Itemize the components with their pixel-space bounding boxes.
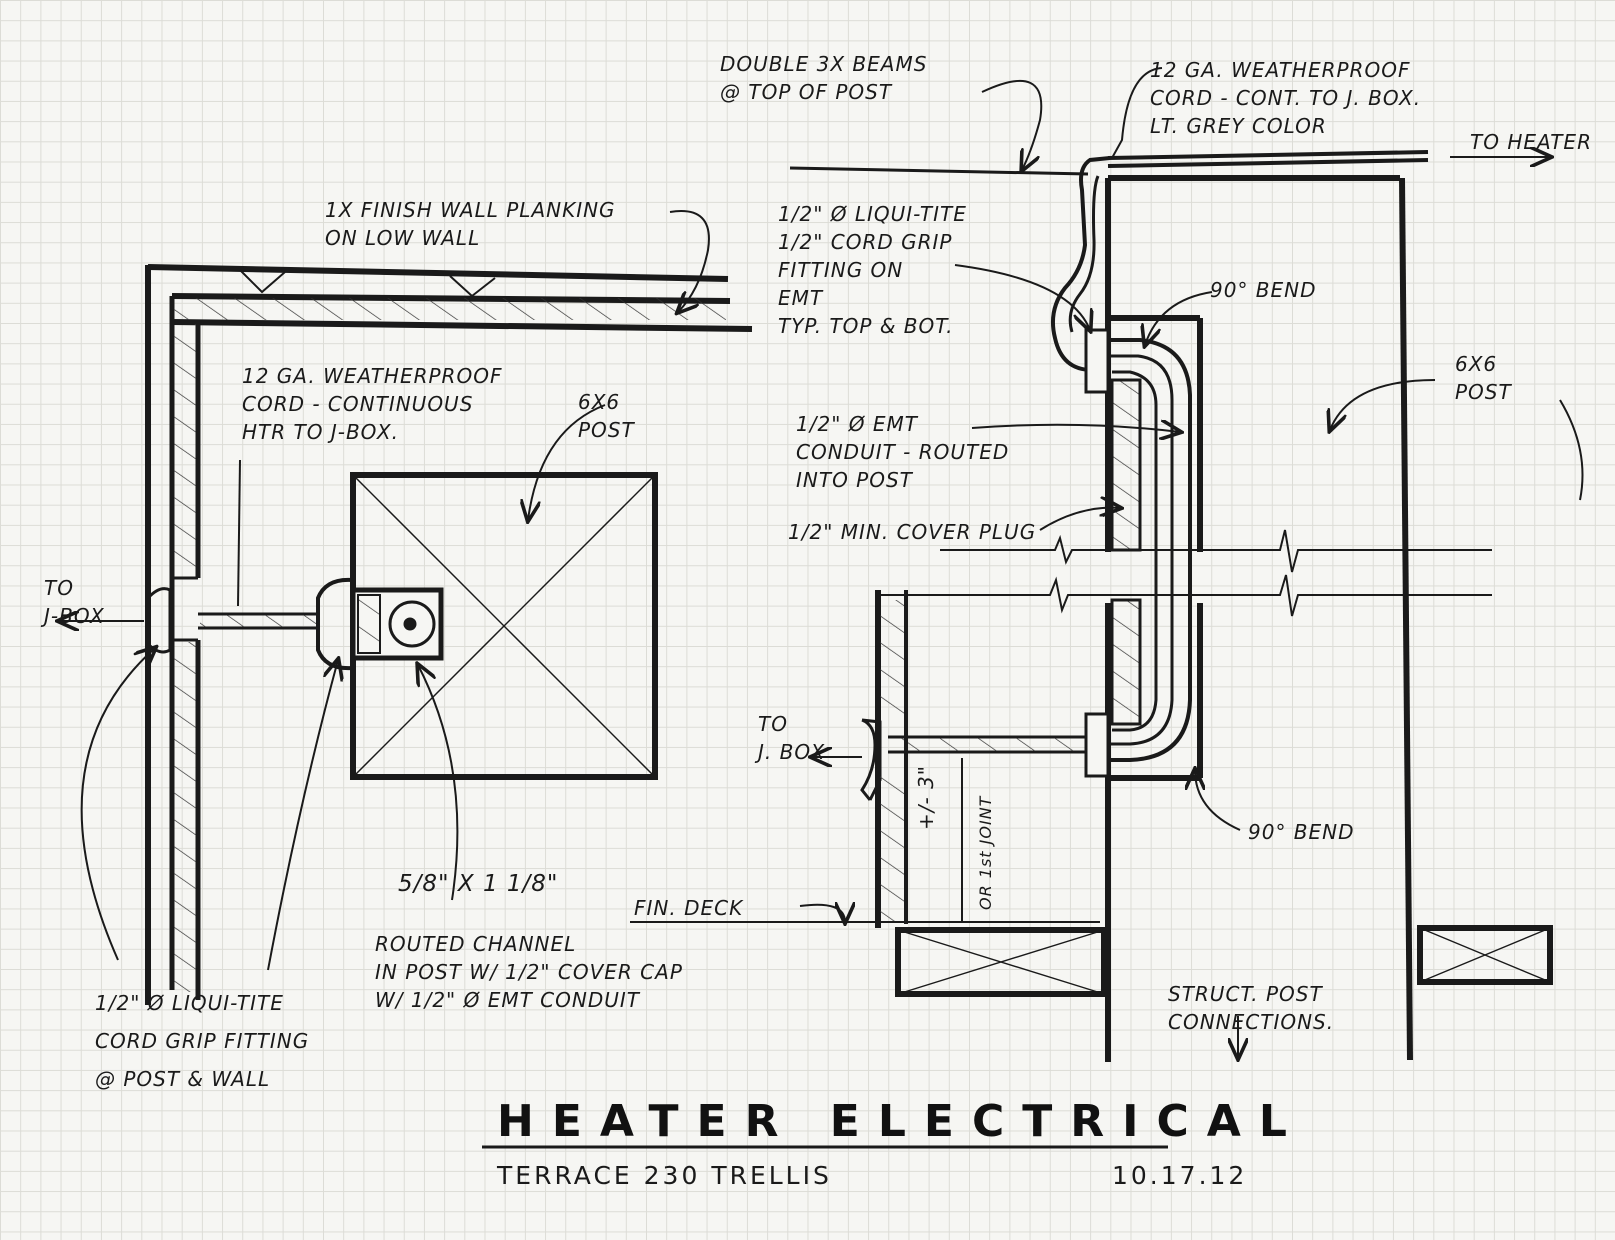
section-to-jbox: TO J. BOX — [758, 712, 826, 764]
plan-cord-note: 12 GA. WEATHERPROOF CORD - CONTINUOUS HT… — [242, 364, 503, 444]
finish-wall-note: 1X FINISH WALL PLANKING ON LOW WALL — [325, 198, 616, 250]
plan-post-label: 6X6 POST — [578, 390, 635, 442]
section-view — [630, 67, 1584, 1062]
section-cord-note: 12 GA. WEATHERPROOF CORD - CONT. TO J. B… — [1150, 58, 1422, 138]
to-heater-label: TO HEATER — [1470, 130, 1592, 154]
plan-to-jbox: TO J-BOX — [44, 576, 105, 628]
section-fitting-note: 1/2" Ø LIQUI-TITE 1/2" CORD GRIP FITTING… — [778, 202, 967, 338]
struct-note: STRUCT. POST CONNECTIONS. — [1168, 982, 1335, 1034]
channel-note: ROUTED CHANNEL IN POST W/ 1/2" COVER CAP… — [375, 932, 683, 1012]
drawing-subtitle: TERRACE 230 TRELLIS — [497, 1161, 832, 1190]
fin-deck-label: FIN. DECK — [634, 896, 744, 920]
dimension-sub-label: OR 1st JOINT — [976, 795, 995, 910]
drawing-date: 10.17.12 — [1112, 1161, 1248, 1190]
section-low-wall — [875, 590, 963, 928]
section-conduit — [1084, 328, 1192, 778]
plan-finish-wall — [145, 264, 753, 1005]
section-deck — [630, 921, 1553, 1058]
plan-leaders — [80, 210, 710, 971]
dimension-label: +/- 3" — [914, 765, 938, 830]
bend-bottom-label: 90° BEND — [1248, 820, 1355, 844]
section-leaders — [799, 67, 1584, 922]
channel-size-label: 5/8" X 1 1/8" — [398, 871, 559, 897]
section-lower-conduit — [812, 718, 1086, 801]
plan-fitting-note: 1/2" Ø LIQUI-TITE CORD GRIP FITTING @ PO… — [95, 991, 310, 1091]
bend-top-label: 90° BEND — [1210, 278, 1317, 302]
section-post — [880, 175, 1492, 1062]
plan-view — [59, 210, 753, 1005]
emt-note: 1/2" Ø EMT CONDUIT - ROUTED INTO POST — [796, 412, 1010, 492]
cover-plug-note: 1/2" MIN. COVER PLUG — [788, 520, 1037, 544]
beams-note: DOUBLE 3X BEAMS @ TOP OF POST — [720, 52, 928, 104]
plan-post — [316, 472, 658, 780]
section-post-label: 6X6 POST — [1455, 352, 1512, 404]
drawing-title: HEATER ELECTRICAL — [497, 1096, 1305, 1147]
